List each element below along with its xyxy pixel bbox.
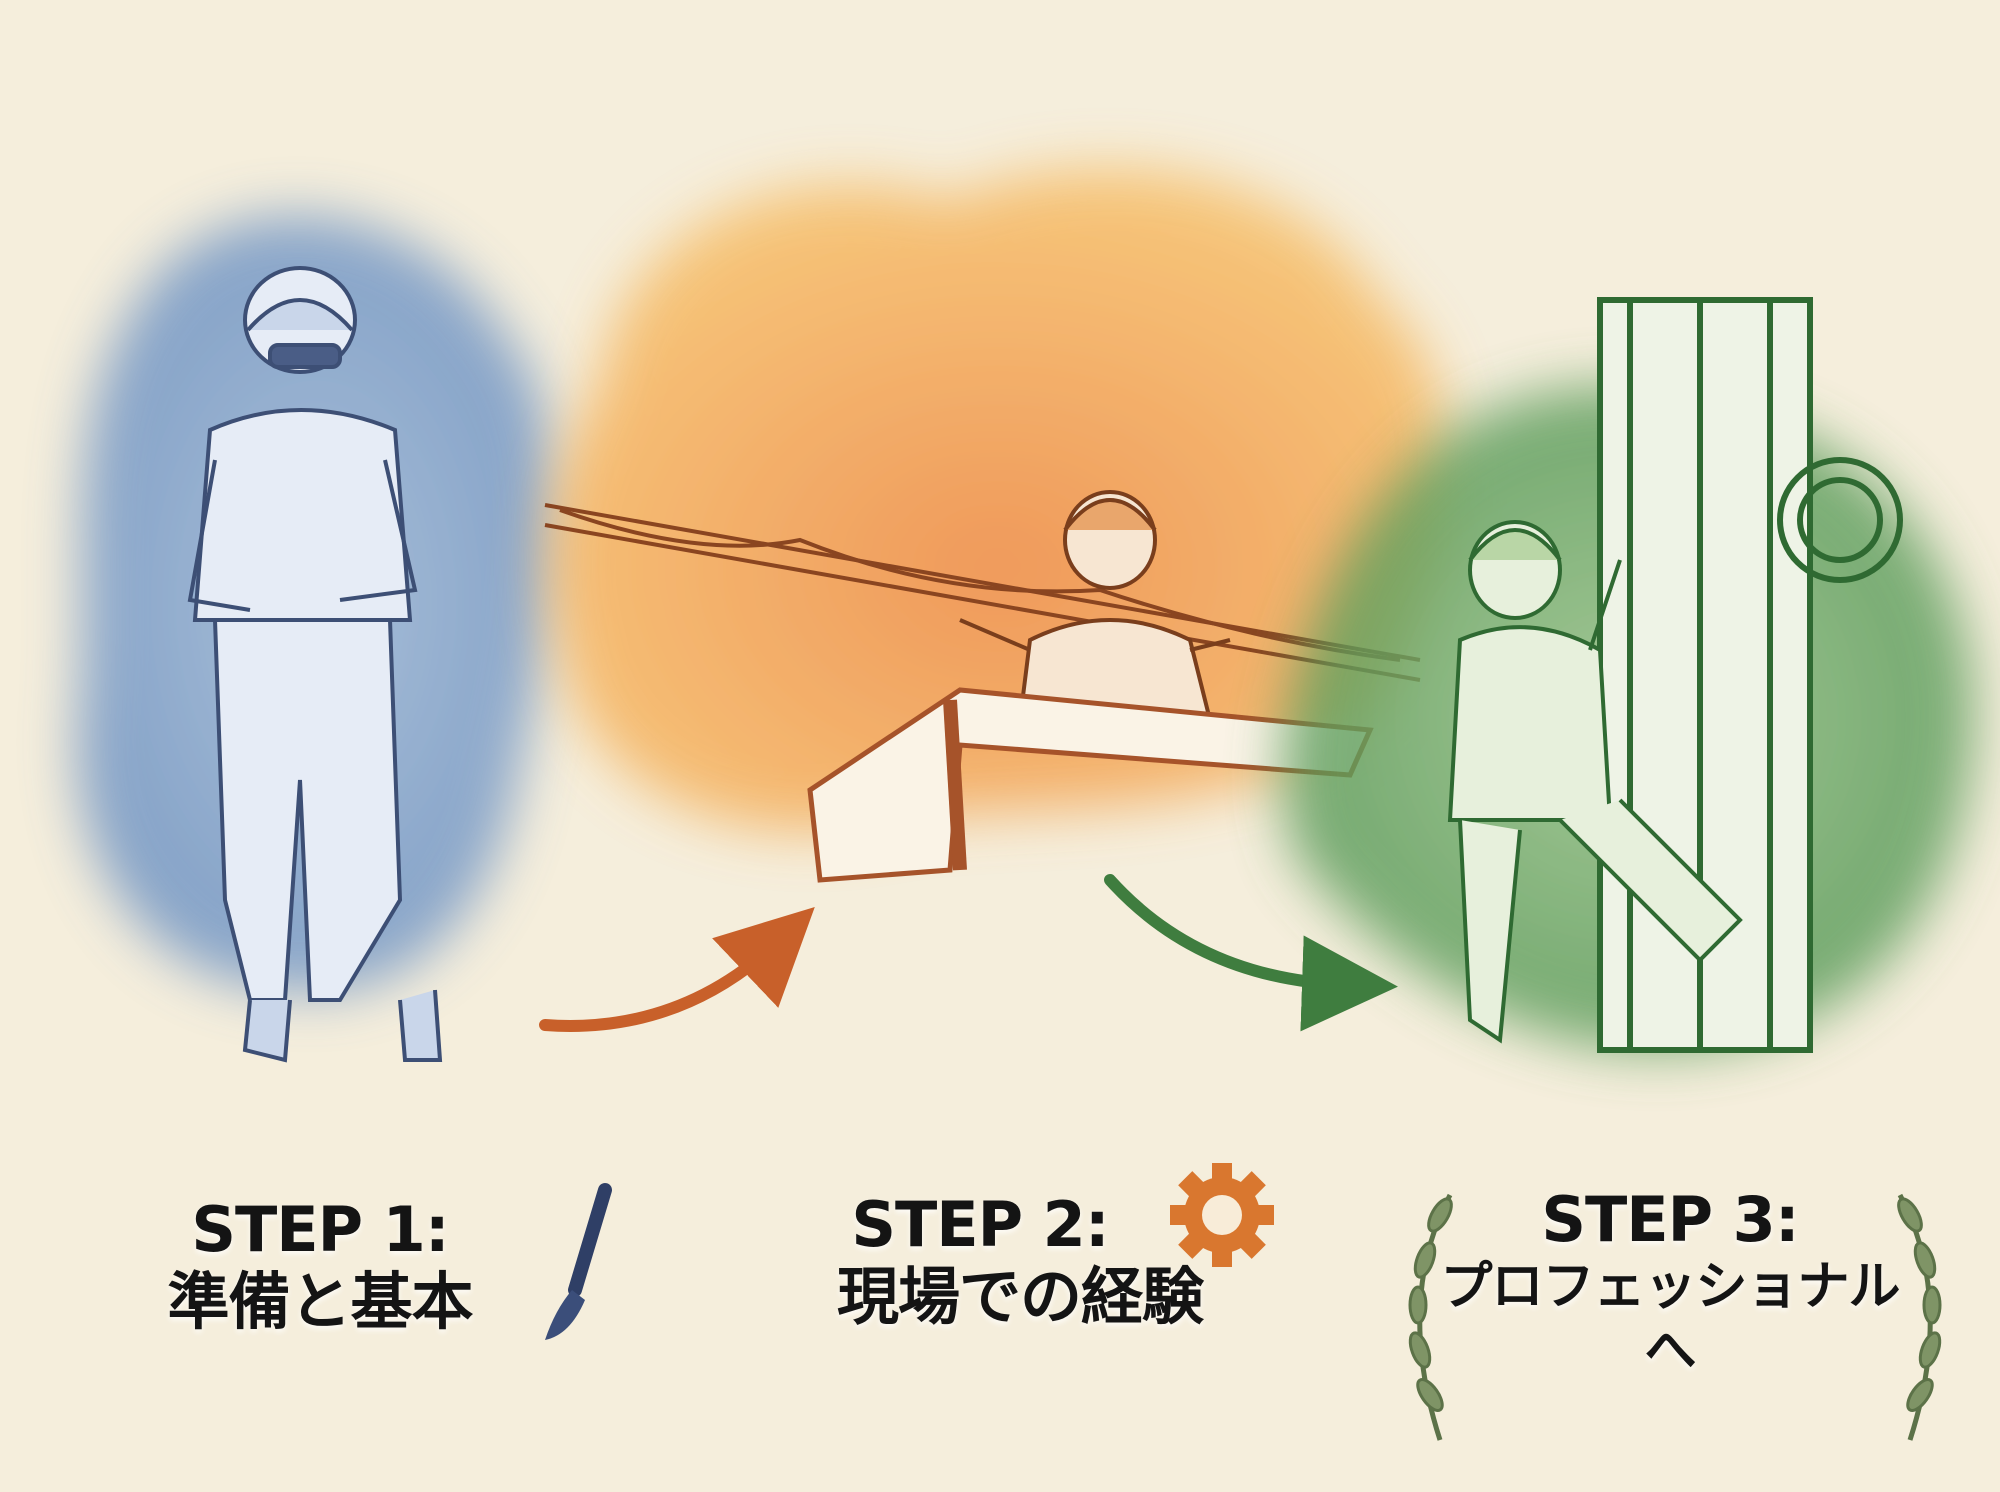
worker-standing-figure [187, 266, 443, 1063]
step3-title: STEP 3: [1541, 1183, 1799, 1256]
bucket-worker-figure [959, 490, 1231, 722]
step2-label: STEP 2: 現場での経験 [780, 1190, 1260, 1334]
step2-title: STEP 2: [851, 1188, 1109, 1261]
step3-subtitle: プロフェッショナルへ [1440, 1257, 1900, 1381]
step3-label: STEP 3: プロフェッショナルへ [1440, 1185, 1900, 1383]
step2-subtitle: 現場での経験 [836, 1260, 1204, 1333]
paintbrush-icon [545, 1183, 612, 1340]
bucket-truck-basket [807, 687, 1374, 883]
step2-illustration [544, 168, 1448, 883]
pole-climber-figure [1447, 520, 1743, 1044]
step3-illustration [1283, 297, 1973, 1053]
arrow-step2-to-step3 [1104, 874, 1398, 1032]
arrow-step1-to-step2 [539, 906, 815, 1032]
step1-subtitle: 準備と基本 [167, 1265, 473, 1338]
step1-title: STEP 1: [191, 1193, 449, 1266]
power-lines [544, 503, 1421, 682]
laurel-wreath-icon [1408, 1193, 1942, 1441]
gear-icon [1170, 1163, 1274, 1267]
step1-label: STEP 1: 準備と基本 [120, 1195, 520, 1339]
step1-illustration [77, 216, 555, 1063]
